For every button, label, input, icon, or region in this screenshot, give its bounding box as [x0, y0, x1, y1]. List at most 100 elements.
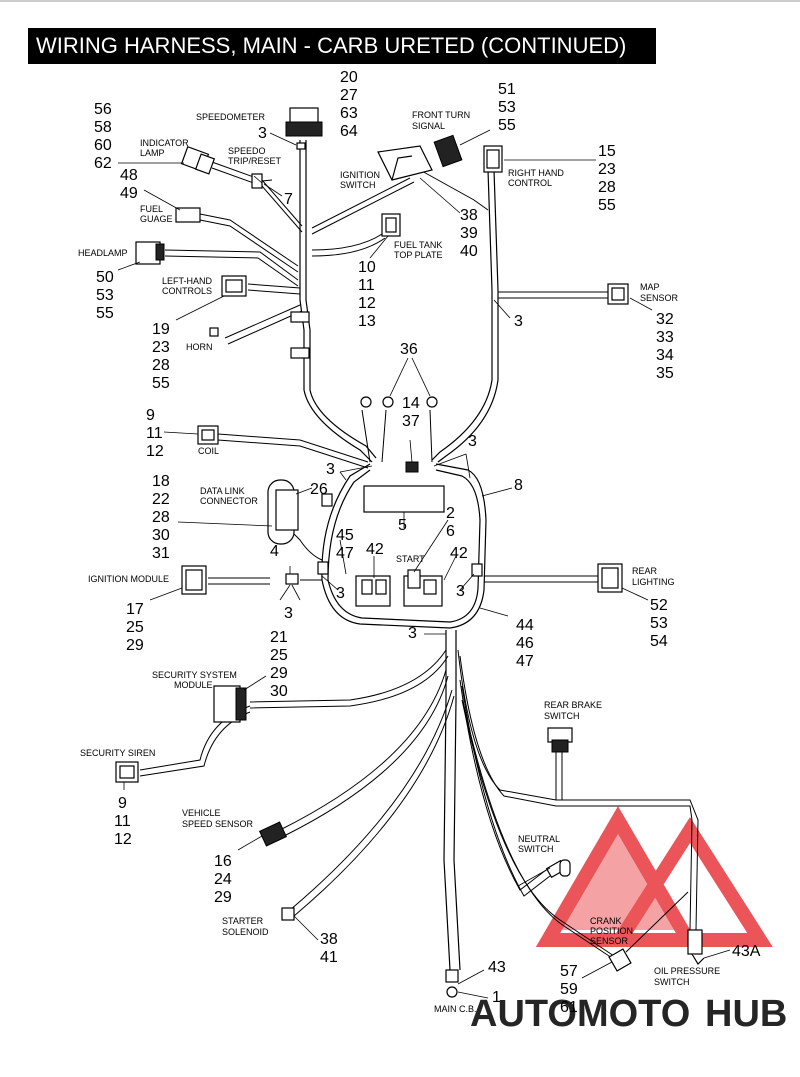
callout: 38 [320, 931, 338, 948]
callout: 63 [340, 105, 358, 122]
component-labels: SPEEDOMETER SPEEDO TRIP/RESET INDICATOR … [78, 110, 720, 1014]
callout: 15 [598, 143, 616, 160]
crank-position-sensor-part [608, 891, 689, 972]
label-ignition-1: IGNITION [340, 170, 380, 180]
label-data-link-2: CONNECTOR [200, 496, 258, 506]
callout: 48 [120, 167, 138, 184]
callout: 30 [152, 527, 170, 544]
label-ignition-module: IGNITION MODULE [88, 574, 169, 584]
label-right-hand-2: CONTROL [508, 178, 552, 188]
callout: 64 [340, 123, 358, 140]
label-map-sensor-2: SENSOR [640, 293, 679, 303]
front-turn-signal-connector [433, 134, 463, 168]
vehicle-speed-sensor-part [258, 821, 288, 847]
ignition-switch-part [377, 145, 433, 181]
callout: 3 [408, 625, 417, 642]
callout: 55 [96, 305, 114, 322]
label-crank-2: POSITION [590, 926, 633, 936]
label-starter-1: STARTER [222, 916, 264, 926]
label-crank-1: CRANK [590, 916, 622, 926]
label-security-module-2: MODULE [174, 680, 213, 690]
callout: 47 [336, 545, 354, 562]
label-neutral-1: NEUTRAL [518, 834, 560, 844]
callout: 3 [456, 583, 465, 600]
callout: 3 [258, 125, 267, 142]
callout: 57 [560, 963, 578, 980]
callout: 9 [118, 795, 127, 812]
data-link-connector [267, 479, 299, 545]
callout: 35 [656, 365, 674, 382]
callout: 28 [598, 179, 616, 196]
label-rear-brake-1: REAR BRAKE [544, 700, 602, 710]
security-module-part [213, 685, 247, 723]
callout: 50 [96, 269, 114, 286]
headlamp-connector [135, 241, 165, 265]
label-coil: COIL [198, 446, 219, 456]
callout: 29 [270, 665, 288, 682]
callout: 4 [270, 543, 279, 560]
label-vehicle-speed-1: VEHICLE [182, 808, 221, 818]
watermark-text-b: HUB [705, 993, 787, 1035]
callout: 53 [498, 99, 516, 116]
callout: 40 [460, 243, 478, 260]
label-oil-pressure-1: OIL PRESSURE [654, 966, 720, 976]
callout: 21 [270, 629, 288, 646]
watermark-text-a: AUTOMOTO [470, 993, 690, 1035]
callout: 53 [650, 615, 668, 632]
label-fuel-gauge-2: GUAGE [140, 214, 173, 224]
callout: 6 [446, 523, 455, 540]
leader-lines [117, 129, 731, 999]
callout: 62 [94, 155, 112, 172]
callout: 25 [126, 619, 144, 636]
oil-pressure-switch-part [687, 929, 705, 965]
security-siren-connector [115, 761, 139, 783]
callout: 8 [514, 477, 523, 494]
callout: 58 [94, 119, 112, 136]
callout: 56 [94, 101, 112, 118]
callout: 51 [498, 81, 516, 98]
label-fuel-gauge-1: FUEL [140, 204, 163, 214]
label-crank-3: SENSOR [590, 936, 629, 946]
callout: 31 [152, 545, 170, 562]
callout: 54 [650, 633, 668, 650]
callout: 46 [516, 635, 534, 652]
callout: 29 [214, 889, 232, 906]
harness-clip [290, 347, 310, 359]
callout: 10 [358, 259, 376, 276]
callout: 45 [336, 527, 354, 544]
label-ignition-2: SWITCH [340, 180, 376, 190]
rear-brake-switch-part [547, 727, 573, 753]
speedometer-connector [285, 107, 323, 150]
label-indicator-2: LAMP [140, 148, 165, 158]
label-fuel-tank-2: TOP PLATE [394, 250, 443, 260]
label-headlamp: HEADLAMP [78, 248, 128, 258]
callout: 3 [284, 605, 293, 622]
label-speedo-trip-1: SPEEDO [228, 146, 266, 156]
label-speedo-trip-2: TRIP/RESET [228, 156, 282, 166]
callout: 59 [560, 981, 578, 998]
callout: 38 [460, 207, 478, 224]
callout: 42 [450, 545, 468, 562]
callout: 43 [488, 959, 506, 976]
electrical-panel [317, 461, 483, 607]
coil-connector [197, 425, 219, 445]
label-data-link-1: DATA LINK [200, 486, 245, 496]
label-indicator-1: INDICATOR [140, 138, 189, 148]
callout: 24 [214, 871, 232, 888]
label-fuel-tank-1: FUEL TANK [394, 240, 442, 250]
label-horn: HORN [186, 342, 213, 352]
callout: 36 [400, 341, 418, 358]
callout: 39 [460, 225, 478, 242]
callout: 53 [96, 287, 114, 304]
callout: 37 [402, 413, 420, 430]
starter-solenoid-part [281, 907, 295, 921]
callout: 3 [514, 313, 523, 330]
label-start: START [396, 554, 425, 564]
callout: 49 [120, 185, 138, 202]
callout: 5 [398, 517, 407, 534]
fuel-gauge-connector [175, 207, 201, 223]
label-rear-brake-2: SWITCH [544, 711, 580, 721]
callout: 60 [94, 137, 112, 154]
callout: 3 [326, 461, 335, 478]
